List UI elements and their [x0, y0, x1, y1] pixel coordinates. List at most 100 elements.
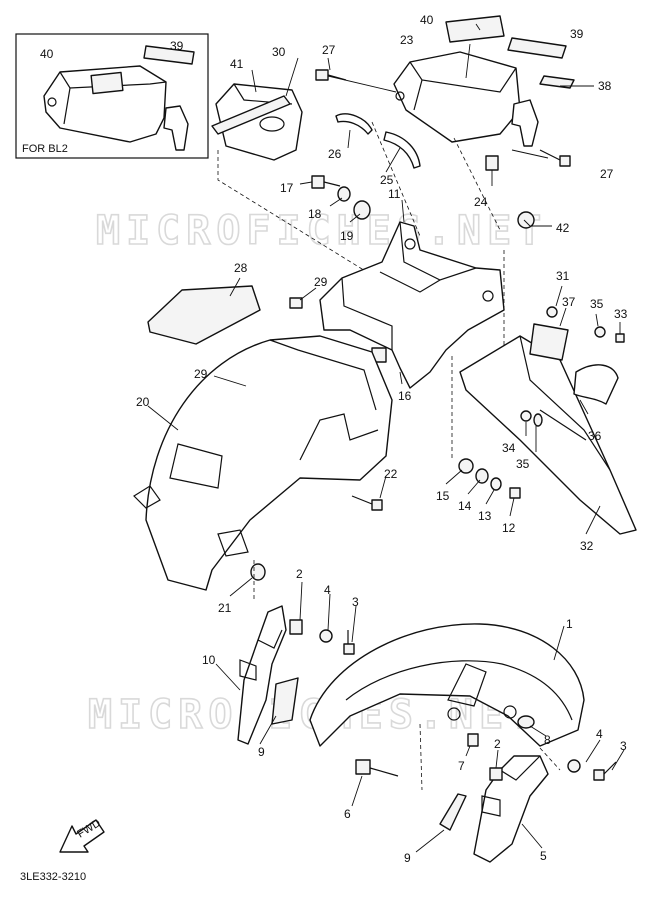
callout-42: 42 — [556, 221, 570, 235]
part-23-seat-cowl — [393, 51, 539, 147]
callout-labels: 40 23 39 38 27 27 41 30 26 25 24 17 18 1… — [136, 13, 628, 865]
callout-8: 8 — [544, 733, 551, 747]
part-22-bolt — [351, 495, 383, 511]
part-35-collar-lower — [533, 413, 543, 427]
part-34-nut — [520, 410, 532, 422]
callout-38: 38 — [598, 79, 612, 93]
part-15-collar — [458, 458, 474, 474]
part-26-hose — [335, 113, 373, 135]
part-40-pad — [445, 15, 505, 43]
part-21-grommet — [250, 563, 266, 581]
callout-23: 23 — [400, 33, 414, 47]
part-30-strap — [211, 95, 291, 135]
callout-31: 31 — [556, 269, 570, 283]
part-14-washer — [475, 468, 489, 484]
callout-9-right: 9 — [404, 851, 411, 865]
callout-36: 36 — [588, 429, 602, 443]
callout-9-left: 9 — [258, 745, 265, 759]
part-29-nut-upper — [289, 297, 303, 309]
callout-15: 15 — [436, 489, 450, 503]
part-37-bracket — [529, 323, 569, 361]
callout-25: 25 — [380, 173, 394, 187]
callout-40: 40 — [420, 13, 434, 27]
inset-strip-39 — [143, 45, 195, 65]
part-31-nut — [546, 306, 558, 318]
callout-39: 39 — [570, 27, 584, 41]
callout-30: 30 — [272, 45, 286, 59]
callout-3-left: 3 — [352, 595, 359, 609]
callout-2-right: 2 — [494, 737, 501, 751]
callout-27-right: 27 — [600, 167, 614, 181]
callout-35-lower: 35 — [516, 457, 530, 471]
part-11-rear-frame — [319, 221, 505, 389]
callout-2-left: 2 — [296, 567, 303, 581]
callout-24: 24 — [474, 195, 488, 209]
part-24-clip — [485, 155, 499, 171]
part-3-bolt-right — [593, 761, 617, 781]
callout-28: 28 — [234, 261, 248, 275]
callout-6: 6 — [344, 807, 351, 821]
part-25-hose — [383, 131, 421, 169]
callout-10: 10 — [202, 653, 216, 667]
callout-18: 18 — [308, 207, 322, 221]
fwd-direction-arrow: FWD — [59, 817, 105, 853]
callout-1: 1 — [566, 617, 573, 631]
part-9-pad-right — [439, 793, 467, 831]
part-42-damper — [517, 211, 535, 229]
part-4-washer-right — [567, 759, 581, 773]
part-7-nut — [467, 733, 479, 747]
callout-11: 11 — [388, 187, 401, 201]
part-2-nut-right — [489, 767, 503, 781]
callout-19: 19 — [340, 229, 354, 243]
part-35-collar-upper — [594, 326, 606, 338]
callout-16: 16 — [398, 389, 412, 403]
part-19-grommet — [353, 200, 371, 220]
callout-3-right: 3 — [620, 739, 627, 753]
callout-27-top: 27 — [322, 43, 336, 57]
callout-37: 37 — [562, 295, 576, 309]
callout-13: 13 — [478, 509, 492, 523]
part-33-screw — [615, 333, 625, 343]
callout-22: 22 — [384, 467, 398, 481]
part-5-front-fender-stay-right — [473, 755, 549, 863]
part-8-collar — [517, 715, 535, 729]
callout-41: 41 — [230, 57, 244, 71]
callout-14: 14 — [458, 499, 472, 513]
drawing-code: 3LE332-3210 — [20, 871, 86, 883]
part-27-bolt-left — [315, 69, 347, 81]
callout-26: 26 — [328, 147, 342, 161]
part-27-bolt-right — [539, 149, 571, 167]
callout-4-right: 4 — [596, 727, 603, 741]
callout-29-lower: 29 — [194, 367, 208, 381]
part-18-washer — [337, 186, 351, 202]
callout-32: 32 — [580, 539, 594, 553]
part-3-bolt-left — [343, 630, 355, 655]
part-2-nut-left — [289, 619, 303, 635]
part-17-bolt — [311, 175, 341, 189]
callout-17: 17 — [280, 181, 294, 195]
part-28-cover-plate — [147, 285, 261, 345]
part-1-front-fender — [309, 623, 585, 747]
part-36-reflector — [573, 364, 619, 405]
callout-20: 20 — [136, 395, 150, 409]
inset-seat-cover — [43, 65, 189, 151]
callout-5: 5 — [540, 849, 547, 863]
inset-frame — [15, 33, 209, 159]
inset-callout-39: 39 — [170, 39, 184, 53]
inset-label: FOR BL2 — [22, 143, 68, 155]
callout-34: 34 — [502, 441, 516, 455]
part-9-pad-left — [271, 677, 299, 725]
callout-4-left: 4 — [324, 583, 331, 597]
callout-33: 33 — [614, 307, 628, 321]
callout-12: 12 — [502, 521, 516, 535]
part-6-bolt — [355, 759, 399, 777]
part-39-strip — [507, 37, 567, 59]
part-38-tab — [539, 75, 575, 89]
inset-callout-40: 40 — [40, 47, 54, 61]
callout-7: 7 — [458, 759, 465, 773]
inset-for-bl2: 40 39 FOR BL2 — [15, 33, 209, 159]
part-20-rear-fender — [133, 335, 393, 591]
callout-21: 21 — [218, 601, 232, 615]
